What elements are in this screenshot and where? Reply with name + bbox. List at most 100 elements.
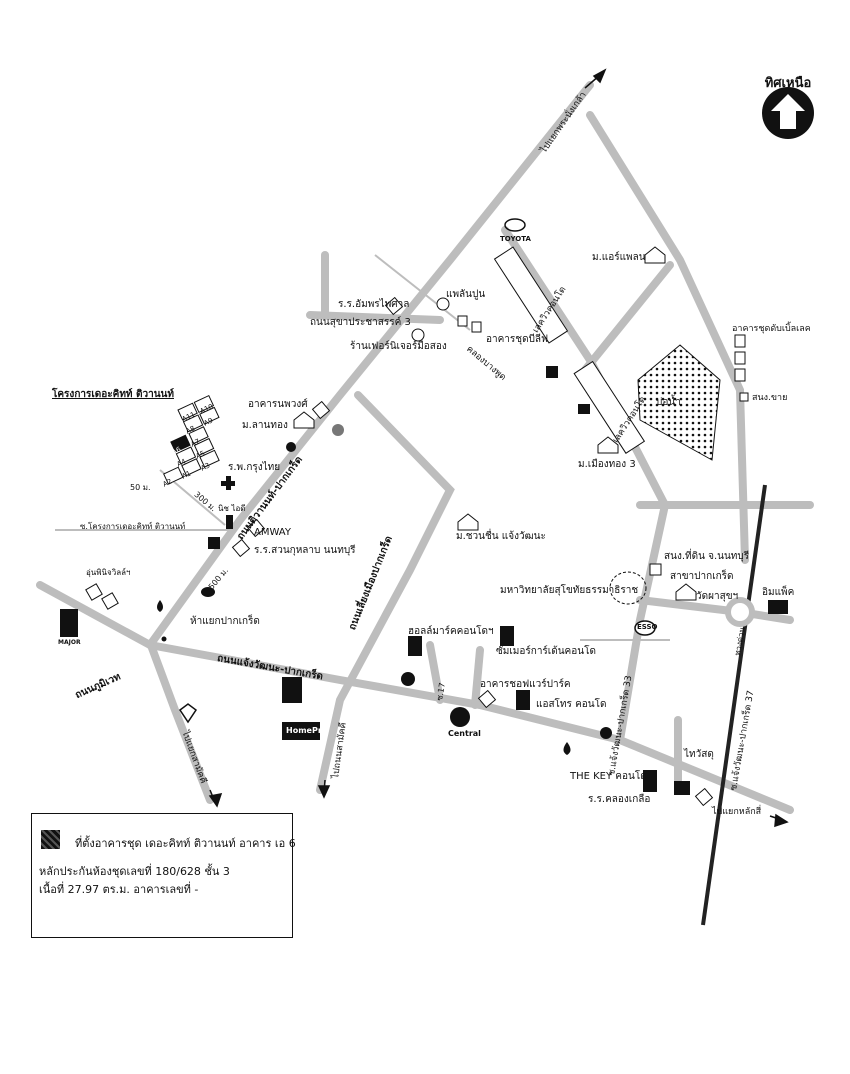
seven-eleven-icon [208, 537, 220, 549]
direction-arrows [208, 68, 789, 828]
summer-label: ซัมเมอร์การ์เด้นคอนโด [496, 646, 596, 657]
hospital-label: ร.พ.กรุงไทย [228, 462, 281, 473]
toyota-label: TOYOTA [500, 235, 531, 243]
circle-plan [436, 297, 450, 311]
bldg-a2 [163, 466, 184, 485]
astro-bldg-icon [516, 690, 530, 710]
north-label: ทิศเหนือ [764, 76, 812, 91]
bldg-a8 [182, 414, 204, 433]
house-airplan-icon [644, 246, 666, 264]
road-soi33 [616, 501, 669, 744]
hospital-cross-icon-h [221, 481, 235, 486]
software-park-label: อาคารชอฟแวร์ปาร์ค [480, 679, 571, 690]
box-lakeview-a [457, 315, 468, 327]
bldg-a3 [199, 449, 220, 468]
box-sales [739, 392, 749, 402]
box-villa-a [101, 592, 119, 610]
bldg-a4 [175, 446, 197, 465]
north-indicator: ทิศเหนือ [758, 72, 818, 97]
distance-50: 50 ม. [130, 483, 151, 492]
mo-airplan-label: ม.แอร์แพลน [592, 252, 646, 263]
box-umphon [384, 296, 404, 316]
box-pongpan [311, 400, 331, 420]
legend-swatch [41, 830, 60, 849]
poi-oval-icon [201, 587, 215, 597]
five-junction-label: ห้าแยกปากเกร็ด [190, 616, 260, 627]
box-land [649, 563, 662, 576]
house-icons [293, 246, 697, 601]
impact-icon [768, 600, 788, 614]
university-outline [609, 571, 647, 605]
villa-label: อุ่นพินิจวิลล์ฯ [86, 568, 131, 577]
bldg-a9 [199, 406, 220, 425]
poi-square-icon [546, 366, 558, 378]
dumble-apt-label: อาคารชุดดับเบิ้ลเลค [732, 324, 811, 334]
impact-label: อิมแพ็ค [762, 587, 795, 598]
amway-label: AMWAY [254, 527, 291, 538]
road-sukha-label: ถนนสุขาประชาสรรค์ 3 [310, 317, 411, 328]
toyota-icon [504, 218, 526, 232]
bldg-a6 [170, 434, 191, 453]
homepro-logo-icon [282, 722, 320, 740]
road-sukha [306, 311, 444, 324]
major-logo-icon [60, 609, 78, 637]
mo-lanthong-label: ม.ลานทอง [242, 420, 288, 431]
road-bypass [316, 391, 455, 794]
arrow-s-icon [208, 793, 223, 808]
road-top-left [374, 254, 471, 331]
belief-apt-label: อาคารชุดบีลีฟ [486, 334, 549, 345]
pond-label: บ่อน้ำ [656, 397, 681, 408]
house-chuan-icon [457, 513, 479, 531]
road-ne-2 [586, 111, 749, 564]
project-buildings [163, 394, 220, 485]
shell-icon [332, 424, 344, 436]
circle-shop [411, 328, 425, 342]
poi-round-icon [401, 672, 415, 686]
box-dumble-3 [734, 368, 746, 382]
box-thaiwat [694, 787, 714, 807]
legend-line-1: ที่ตั้งอาคารชุด เดอะคิทท์ ติวานนท์ อาคาร… [75, 837, 296, 850]
legend-line-2: หลักประกันห้องชุดเลขที่ 180/628 ชั้น 3 [39, 865, 230, 878]
hallmark-label: ฮอลล์มาร์คคอนโดฯ [408, 626, 494, 637]
condo-lakeview-1 [493, 246, 569, 344]
road-chaengwattana [146, 641, 794, 814]
project-soi-label: ซ.โครงการเดอะคิทท์ ติวานนท์ [80, 522, 186, 531]
mo-chuan-label: ม.ชวนชื่น แจ้งวัฒนะ [456, 531, 546, 542]
mo-mueangthong-label: ม.เมืองทอง 3 [578, 459, 636, 470]
rr-khlong-label: ร.ร.คลองเกลือ [588, 794, 651, 805]
legend-box: ที่ตั้งอาคารชุด เดอะคิทท์ ติวานนท์ อาคาร… [31, 813, 296, 938]
bldg-a11 [177, 402, 198, 421]
thekey-condo-label: THE KEY คอนโด [570, 771, 647, 782]
condo-lakeview-2 [573, 360, 646, 454]
niche-bldg-icon [226, 515, 233, 529]
land-office-label: สนง.ที่ดิน จ.นนทบุรี [664, 551, 750, 562]
bldg-a5 [193, 437, 215, 456]
rr-suan-label: ร.ร.สวนกุหลาบ นนทบุรี [254, 545, 356, 556]
poi-ptt-icon [286, 442, 296, 452]
poi-cgroup-icon [578, 404, 590, 414]
drop-icon-1 [157, 600, 163, 612]
summer-bldg-icon [500, 626, 514, 646]
thin-roads [55, 254, 670, 641]
road-tiwanon [146, 81, 594, 649]
road-small-1 [471, 646, 484, 709]
expressway-line [701, 484, 767, 926]
north-arrow-icon [762, 87, 814, 139]
wat-label: วัดผาสุขฯ [696, 591, 739, 602]
esso-logo-icon [634, 620, 656, 636]
box-amway [246, 518, 266, 538]
rr-umphon-label: ร.ร.อัมพรไพศาล [338, 299, 410, 310]
pond-area [637, 344, 721, 461]
furniture-shop-label: ร้านเฟอร์นิเจอร์มือสอง [350, 341, 447, 352]
box-suan [231, 538, 251, 558]
house-lanthong-icon [293, 411, 315, 429]
arrow-ne-icon [592, 68, 607, 84]
pakkret-branch-label: สาขาปากเกร็ด [670, 571, 734, 582]
project-title: โครงการเดอะคิทท์ ติวานนท์ [52, 389, 174, 400]
school-icon [674, 781, 690, 795]
house-mueangthong-icon [597, 436, 619, 454]
thekey-bldg-icon [643, 770, 657, 792]
poi-dot-icon [161, 636, 167, 642]
